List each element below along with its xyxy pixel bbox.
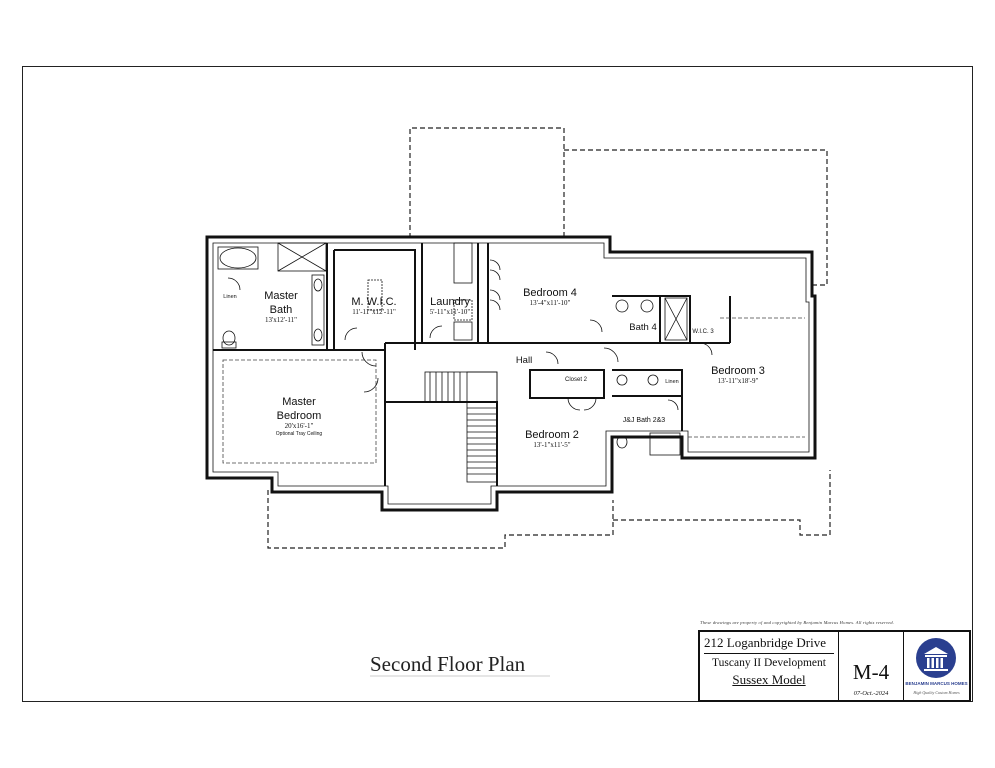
bedroom4-dims: 13'-4"x11'-10" xyxy=(530,299,571,307)
mwic-dims: 11'-11"x12'-11" xyxy=(352,308,396,316)
shower-icon xyxy=(277,242,327,272)
project-address: 212 Loganbridge Drive xyxy=(704,635,827,650)
wic3-label: W.I.C. 3 xyxy=(692,329,714,335)
washer-dryer-icon xyxy=(453,242,473,284)
master-bath-dims: 13'x12'-11" xyxy=(265,316,297,324)
jj-bathtub-icon xyxy=(649,432,681,456)
plan-title: Second Floor Plan xyxy=(370,652,526,676)
company-logo-icon xyxy=(916,638,956,678)
vanity-icon xyxy=(311,274,325,346)
bath4-label: Bath 4 xyxy=(629,322,656,333)
interior-walls xyxy=(213,243,731,486)
development-name: Tuscany II Development xyxy=(712,657,826,669)
bedroom4-label: Bedroom 4 xyxy=(523,287,577,299)
linen-label: Linen xyxy=(665,379,678,385)
bedroom3-dims: 13'-11"x18'-9" xyxy=(718,377,759,385)
drawing-sheet-border xyxy=(22,66,973,702)
mwic-label: M. W.I.C. xyxy=(351,296,396,308)
fixtures xyxy=(217,242,688,456)
title-block: 212 Loganbridge Drive Tuscany II Develop… xyxy=(698,630,971,702)
master-bedroom-dims: 20'x16'-1" xyxy=(285,422,314,430)
doors xyxy=(227,259,713,411)
exterior-walls xyxy=(205,235,817,512)
sheet-date: 07-Oct.-2024 xyxy=(853,690,889,697)
exterior-walls-inner xyxy=(212,242,810,505)
title-block-logo-cell: BENJAMIN MARCUS HOMES High Quality Custo… xyxy=(904,632,969,700)
master-bedroom-label-line1: Master xyxy=(282,396,316,408)
laundry-dims: 5'-11"x11'-10" xyxy=(430,308,471,316)
company-tagline: High Quality Custom Homes xyxy=(913,690,960,695)
bedroom3-ceiling-lines xyxy=(688,317,805,438)
closet2-label: Closet 2 xyxy=(565,377,588,383)
title-block-divider xyxy=(704,653,834,654)
bathtub-icon xyxy=(219,247,257,269)
bedroom2-dims: 13'-1"x11'-5" xyxy=(533,441,570,449)
bedroom3-label: Bedroom 3 xyxy=(711,365,765,377)
hall-label: Hall xyxy=(516,355,532,366)
dashed-outlines xyxy=(267,127,831,549)
column-building-icon xyxy=(924,647,948,671)
company-name: BENJAMIN MARCUS HOMES xyxy=(905,681,968,686)
title-block-sheet-cell: M-4 07-Oct.-2024 xyxy=(839,632,904,700)
copyright-notice: These drawings are property of and copyr… xyxy=(700,620,895,625)
master-bath-label-line2: Bath xyxy=(270,304,293,316)
master-bath-label-line1: Master xyxy=(264,290,298,302)
master-bedroom-note: Optional Tray Ceiling xyxy=(276,431,323,437)
linen-master-bath-label: Linen xyxy=(223,294,236,300)
title-block-project-cell: 212 Loganbridge Drive Tuscany II Develop… xyxy=(700,632,839,700)
tray-ceiling-outline xyxy=(222,359,377,464)
master-bedroom-label-line2: Bedroom xyxy=(277,410,322,422)
sheet-number: M-4 xyxy=(852,660,890,684)
jj-bath-label: J&J Bath 2&3 xyxy=(623,417,666,424)
toilet-icon xyxy=(222,330,236,346)
laundry-label: Laundry xyxy=(430,296,470,308)
bedroom2-label: Bedroom 2 xyxy=(525,429,579,441)
model-name: Sussex Model xyxy=(732,672,806,687)
stairs xyxy=(424,371,498,483)
